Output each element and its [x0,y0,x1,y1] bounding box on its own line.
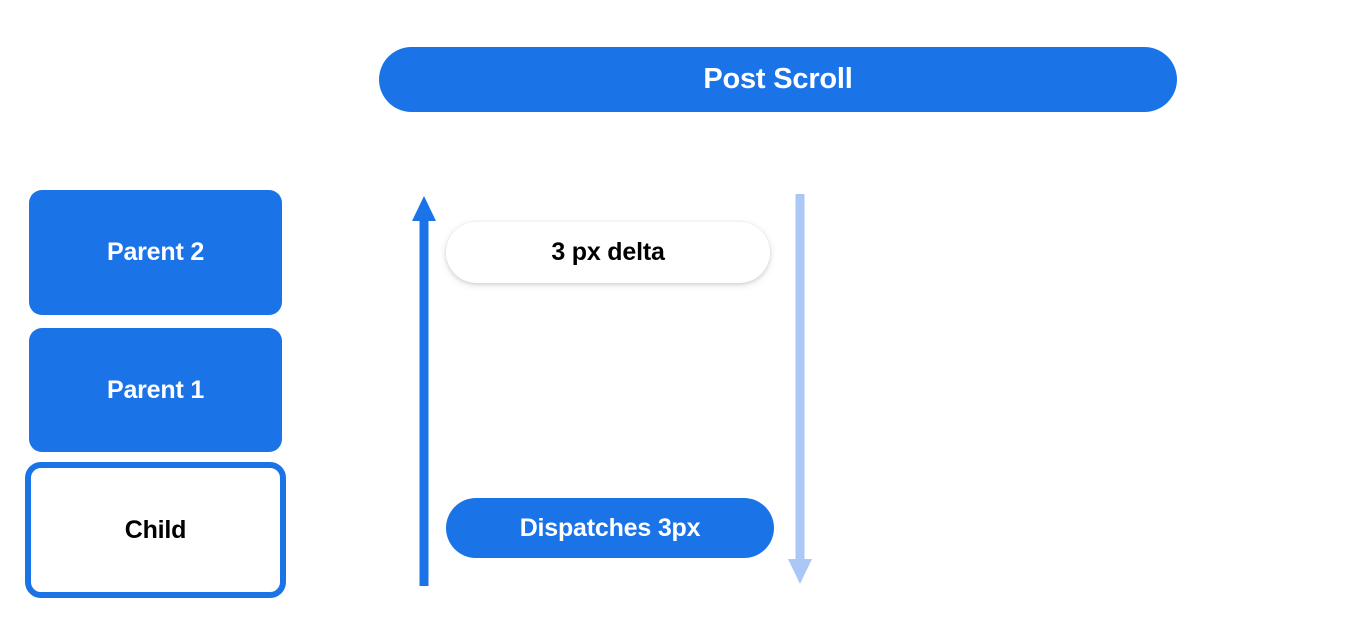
dispatch-callout-pill: Dispatches 3px [446,498,774,558]
post-scroll-header: Post Scroll [379,47,1177,112]
stack-box-parent-2-label: Parent 2 [106,238,205,266]
post-scroll-header-label: Post Scroll [703,63,853,95]
stack-box-parent-2: Parent 2 [29,190,282,315]
stack-box-parent-1: Parent 1 [29,328,282,452]
stack-box-child: Child [25,462,286,598]
downward-scroll-arrow-icon [788,194,812,584]
delta-callout-pill: 3 px delta [446,222,770,283]
dispatch-callout-label: Dispatches 3px [519,513,701,542]
upward-scroll-arrow-icon [412,196,436,586]
stack-box-child-label: Child [124,515,187,544]
delta-callout-label: 3 px delta [551,238,665,266]
stack-box-parent-1-label: Parent 1 [106,375,205,404]
